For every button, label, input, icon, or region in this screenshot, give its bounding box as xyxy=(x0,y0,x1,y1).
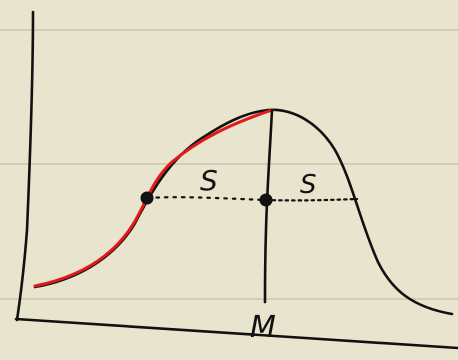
left-distance-line xyxy=(146,196,267,202)
x-axis xyxy=(14,317,458,350)
bell-curve xyxy=(33,108,454,316)
left-distance-label: S xyxy=(200,164,218,197)
mean-label: M xyxy=(250,310,276,345)
y-axis xyxy=(15,10,35,322)
right-distance-line xyxy=(264,197,359,202)
mean-point xyxy=(259,193,273,207)
inflection-point xyxy=(140,191,154,205)
ruled-lines xyxy=(0,29,458,300)
right-distance-label: S xyxy=(300,170,317,200)
mean-line xyxy=(263,108,274,304)
